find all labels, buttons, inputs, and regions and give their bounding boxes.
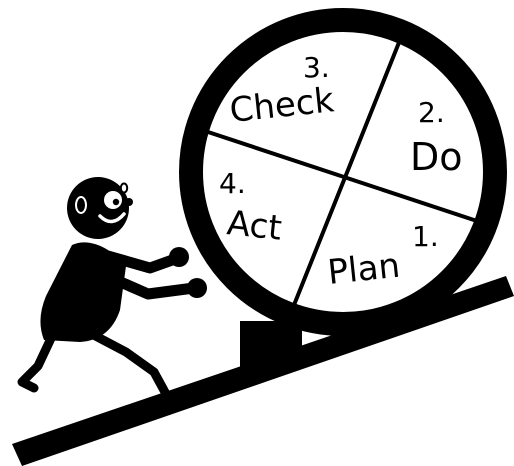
segment-plan-label: Plan bbox=[326, 246, 402, 293]
segment-act: 4. Act bbox=[219, 167, 284, 249]
segment-do-number: 2. bbox=[418, 96, 445, 129]
figure-arm-upper bbox=[102, 250, 184, 274]
wheel-chock-icon bbox=[240, 321, 302, 368]
figure-leg-front bbox=[83, 327, 171, 399]
segment-plan-number: 1. bbox=[412, 220, 439, 253]
stick-figure-pushing-icon bbox=[17, 177, 207, 399]
segment-act-label: Act bbox=[225, 203, 284, 248]
segment-do-label: Do bbox=[410, 135, 463, 179]
figure-arm-lower bbox=[110, 274, 200, 300]
wheel-divider-horizontal bbox=[200, 128, 482, 224]
figure-leg-back bbox=[17, 327, 59, 393]
segment-do: 2. Do bbox=[410, 96, 463, 179]
wheel-divider-vertical bbox=[290, 38, 402, 312]
figure-torso bbox=[40, 242, 126, 342]
wheel-rim bbox=[179, 8, 507, 336]
segment-plan: 1. Plan bbox=[326, 220, 439, 293]
pdca-wheel: 3. Check 2. Do 4. Act 1. Plan bbox=[179, 8, 507, 336]
segment-check-number: 3. bbox=[303, 51, 330, 84]
segment-act-number: 4. bbox=[219, 167, 246, 200]
